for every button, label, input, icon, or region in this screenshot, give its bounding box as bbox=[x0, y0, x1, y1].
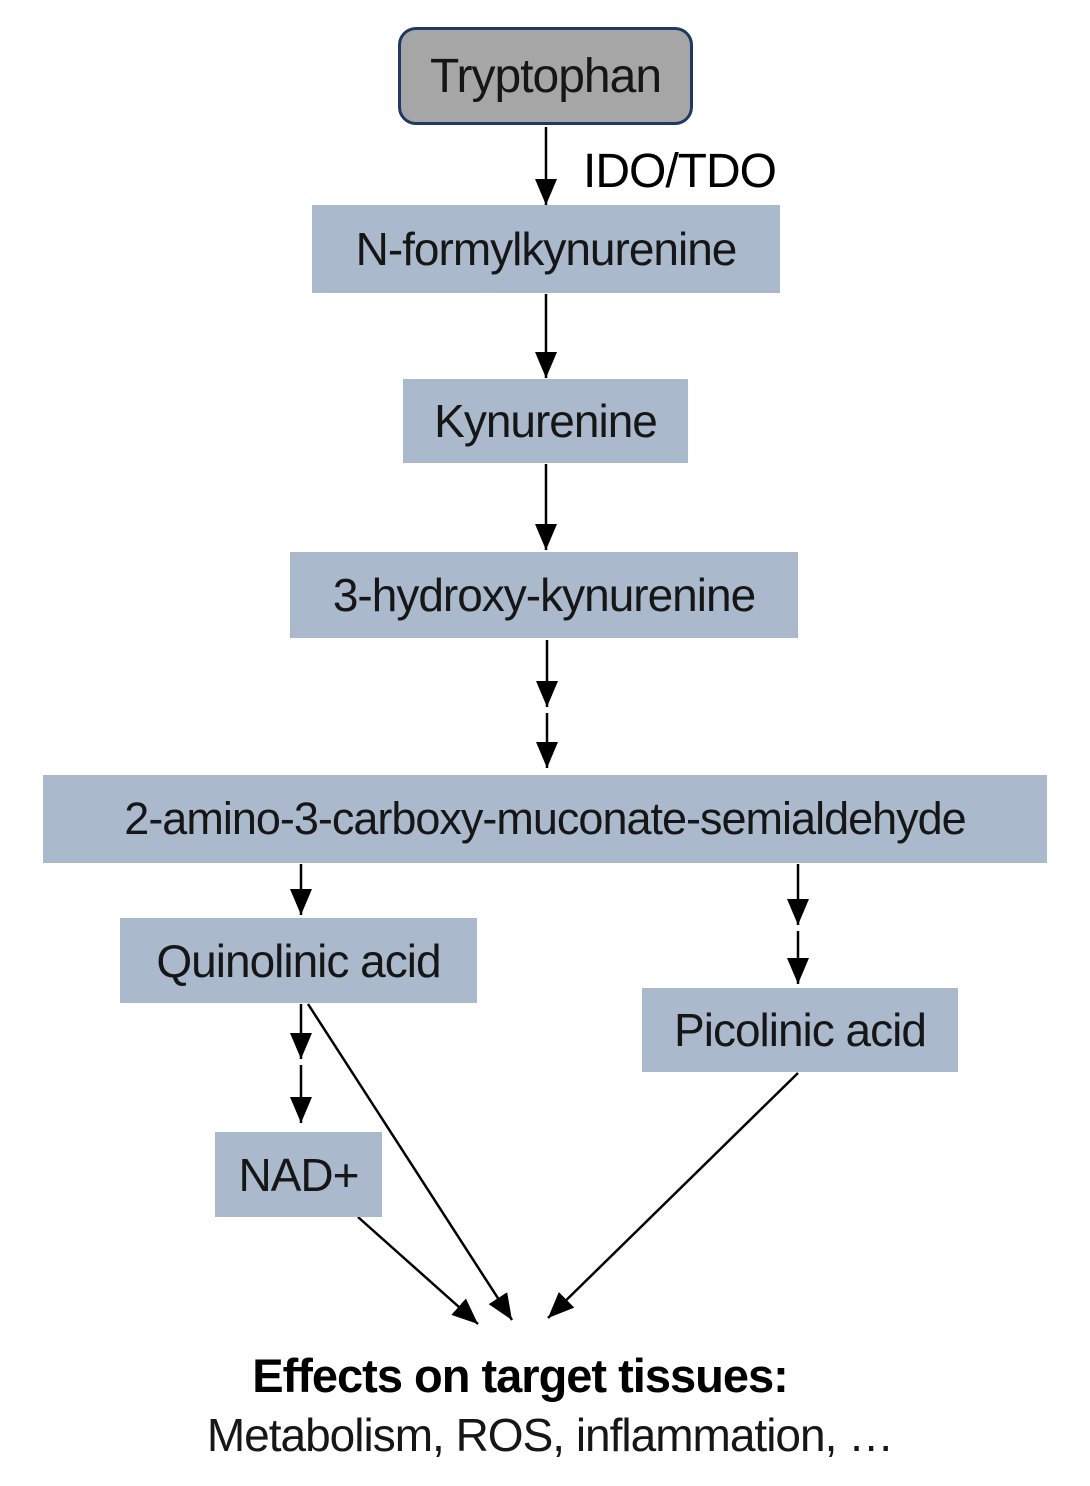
node-n-formylkynurenine: N-formylkynurenine bbox=[312, 205, 780, 293]
node-tryptophan: Tryptophan bbox=[398, 27, 693, 125]
effects-heading: Effects on target tissues: bbox=[252, 1349, 789, 1402]
enzyme-label-ido-tdo: IDO/TDO bbox=[583, 145, 777, 198]
node-3-hydroxy-kynurenine: 3-hydroxy-kynurenine bbox=[290, 552, 798, 638]
node-picolinic-acid: Picolinic acid bbox=[642, 988, 958, 1072]
arrow-nad-to-effects bbox=[357, 1216, 479, 1325]
node-acms: 2-amino-3-carboxy-muconate-semialdehyde bbox=[43, 775, 1047, 863]
node-kynurenine: Kynurenine bbox=[403, 379, 688, 463]
node-nad: NAD+ bbox=[215, 1132, 382, 1217]
node-quinolinic-acid: Quinolinic acid bbox=[120, 918, 477, 1003]
arrow-picolinic-to-effects bbox=[547, 1072, 799, 1319]
effects-detail: Metabolism, ROS, inflammation, … bbox=[206, 1409, 894, 1461]
